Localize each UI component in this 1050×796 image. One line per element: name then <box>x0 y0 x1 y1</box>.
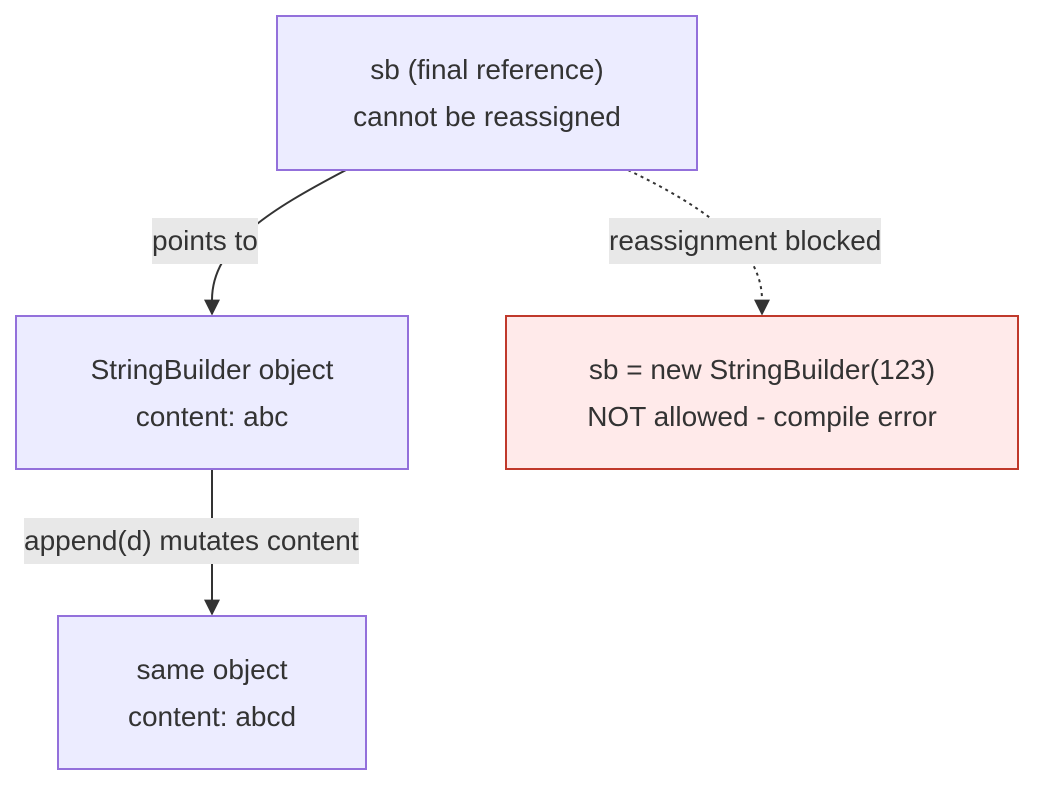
node-stringbuilder-object: StringBuilder object content: abc <box>15 315 409 470</box>
node-reassignment-error-line1: sb = new StringBuilder(123) <box>588 353 936 385</box>
node-final-reference-line2: cannot be reassigned <box>353 101 621 132</box>
node-same-object-line1: same object <box>136 653 288 685</box>
node-final-reference-line1: sb (final reference) <box>370 54 604 85</box>
edge-label-append: append(d) mutates content <box>24 518 359 564</box>
edge-label-reassignment-blocked: reassignment blocked <box>609 218 882 264</box>
node-reassignment-error-line2: NOT allowed - compile error <box>587 400 937 432</box>
node-final-reference: sb (final reference) cannot be reassigne… <box>276 15 698 171</box>
node-same-object-line2: content: abcd <box>127 700 297 732</box>
edge-label-points-to: points to <box>152 218 258 264</box>
node-same-object: same object content: abcd <box>57 615 367 770</box>
node-stringbuilder-object-line1: StringBuilder object <box>90 353 334 385</box>
node-stringbuilder-object-line2: content: abc <box>135 400 289 432</box>
node-reassignment-error: sb = new StringBuilder(123) NOT allowed … <box>505 315 1019 470</box>
